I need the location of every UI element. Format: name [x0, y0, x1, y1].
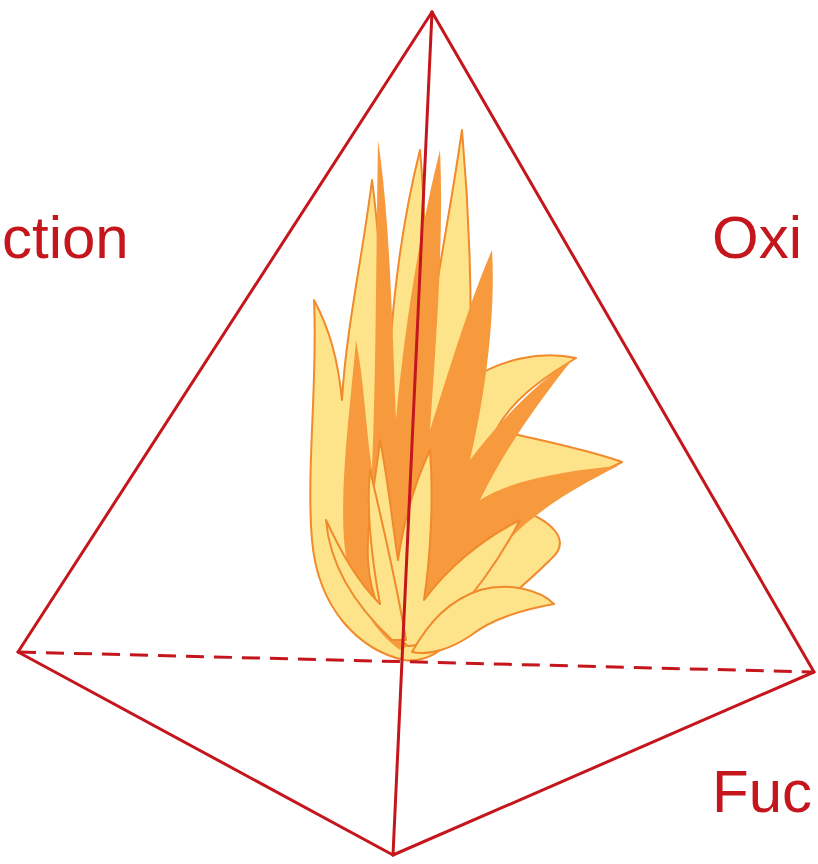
edge-line — [18, 652, 393, 855]
flame — [310, 130, 622, 661]
corner-label: Oxi — [712, 208, 802, 268]
edge-line — [18, 12, 432, 652]
tetrahedron-edges — [18, 12, 814, 855]
corner-label: Fuc — [712, 762, 812, 822]
edge-line — [393, 672, 814, 855]
edge-line — [432, 12, 814, 672]
edge-line — [393, 12, 432, 855]
corner-label: ction — [2, 208, 129, 268]
hidden-edge — [18, 652, 814, 672]
